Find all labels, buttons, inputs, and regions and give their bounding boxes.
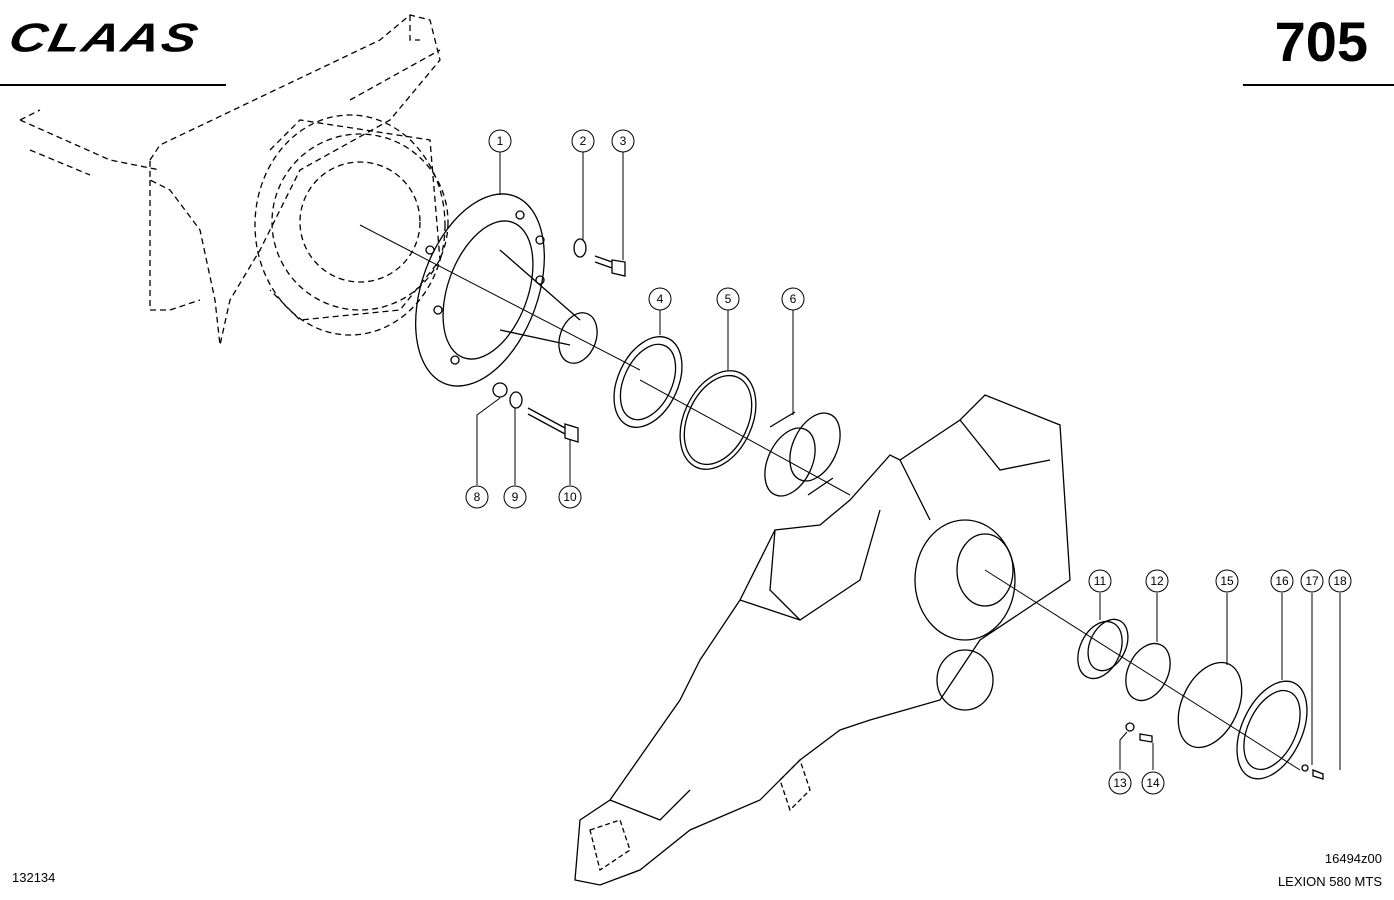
part-16-end-cap <box>1236 680 1308 780</box>
callout-4[interactable]: 4 <box>648 287 672 311</box>
callout-4-label: 4 <box>657 292 664 306</box>
callout-1[interactable]: 1 <box>488 129 512 153</box>
callout-2-label: 2 <box>580 134 587 148</box>
part-1-spindle-flange <box>415 193 598 387</box>
part-6-bushing <box>764 411 841 497</box>
part-18-screw <box>1312 769 1324 780</box>
header-rule-left <box>0 84 226 86</box>
callout-8[interactable]: 8 <box>465 485 489 509</box>
part-3-bolt <box>594 255 626 277</box>
callout-10-label: 10 <box>563 490 577 504</box>
callout-16[interactable]: 16 <box>1270 569 1294 593</box>
part-15-o-ring <box>1177 661 1243 749</box>
axle-housing <box>574 394 1071 886</box>
part-2-washer <box>573 238 587 258</box>
part-12-cover-plate <box>1125 642 1171 702</box>
part-4-shim-ring <box>613 336 683 428</box>
part-8-nut <box>492 382 508 398</box>
callout-13[interactable]: 13 <box>1108 771 1132 795</box>
callout-18-label: 18 <box>1333 574 1347 588</box>
page-number: 705 <box>1274 10 1368 73</box>
callout-17[interactable]: 17 <box>1300 569 1324 593</box>
callout-15[interactable]: 15 <box>1215 569 1239 593</box>
callout-8-label: 8 <box>474 490 481 504</box>
callout-12-label: 12 <box>1150 574 1164 588</box>
part-11-bushing <box>1077 620 1123 680</box>
part-13-washer <box>1125 722 1135 732</box>
part-9-washer <box>509 391 523 409</box>
callout-17-label: 17 <box>1305 574 1319 588</box>
part-14-screw <box>1139 733 1153 743</box>
part-10-bolt <box>527 407 579 443</box>
callout-12[interactable]: 12 <box>1145 569 1169 593</box>
diagram-code: 132134 <box>12 870 56 885</box>
callout-2[interactable]: 2 <box>571 129 595 153</box>
callout-11[interactable]: 11 <box>1088 569 1112 593</box>
callout-18[interactable]: 18 <box>1328 569 1352 593</box>
callout-9[interactable]: 9 <box>503 485 527 509</box>
callout-9-label: 9 <box>512 490 519 504</box>
callout-leaders <box>476 152 1341 770</box>
callout-13-label: 13 <box>1113 776 1127 790</box>
callout-5[interactable]: 5 <box>716 287 740 311</box>
header-rule-right <box>1243 84 1394 86</box>
callout-14-label: 14 <box>1146 776 1160 790</box>
callout-15-label: 15 <box>1220 574 1234 588</box>
callout-10[interactable]: 10 <box>558 485 582 509</box>
part-17-washer <box>1301 764 1309 772</box>
drawing-number: 16494z00 <box>1324 851 1382 866</box>
callout-14[interactable]: 14 <box>1141 771 1165 795</box>
callout-11-label: 11 <box>1094 574 1107 588</box>
frame-bracket-dashed <box>19 14 449 346</box>
callout-5-label: 5 <box>725 292 732 306</box>
machine-model: LEXION 580 MTS <box>1277 874 1382 889</box>
callout-16-label: 16 <box>1275 574 1289 588</box>
callout-3[interactable]: 3 <box>611 129 635 153</box>
callout-6-label: 6 <box>790 292 797 306</box>
callout-3-label: 3 <box>620 134 627 148</box>
callout-1-label: 1 <box>497 134 504 148</box>
callout-6[interactable]: 6 <box>781 287 805 311</box>
